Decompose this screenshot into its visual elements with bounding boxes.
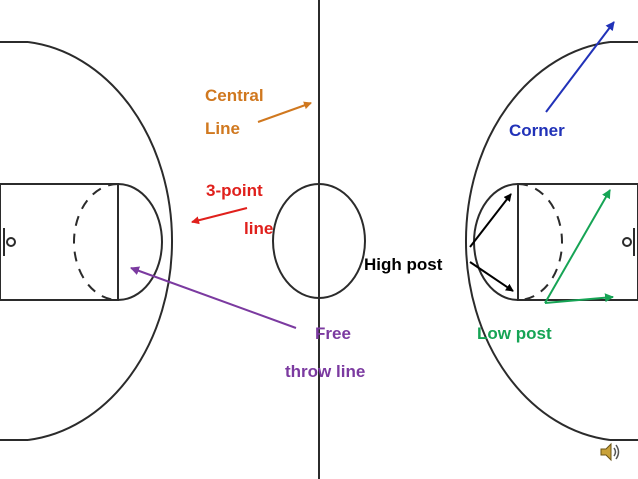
left-free-throw-circle (117, 183, 163, 301)
low-post-label: Low post (477, 324, 552, 343)
left-key (0, 183, 119, 301)
free-throw-arrow (130, 266, 297, 329)
left-three-point-arc (27, 41, 174, 441)
three-point-label-1: 3-point (206, 181, 263, 200)
central-line-label-2: Line (205, 119, 240, 138)
left-hoop (6, 237, 16, 247)
left-free-throw-circle-dashed (73, 183, 119, 301)
right-key (517, 183, 638, 301)
three-point-arrow (191, 207, 248, 225)
free-throw-label-1: Free (315, 324, 351, 343)
central-line-label-1: Central (205, 86, 264, 105)
speaker-icon[interactable] (598, 440, 622, 464)
right-free-throw-circle-dashed (517, 183, 563, 301)
low-post-arrow-upper (544, 189, 611, 304)
free-throw-label-2: throw line (285, 362, 366, 381)
high-post-label: High post (364, 255, 443, 274)
central-line-arrow (257, 101, 312, 123)
high-post-arrow-lower (469, 261, 514, 292)
right-three-point-arc (464, 41, 611, 441)
corner-arrow (545, 21, 615, 113)
three-point-label-2: line (244, 219, 274, 238)
center-circle (272, 183, 366, 299)
corner-label: Corner (509, 121, 565, 140)
low-post-arrow-lower (544, 293, 614, 304)
right-free-throw-circle (473, 183, 519, 301)
right-hoop (622, 237, 632, 247)
high-post-arrow-upper (469, 193, 512, 248)
